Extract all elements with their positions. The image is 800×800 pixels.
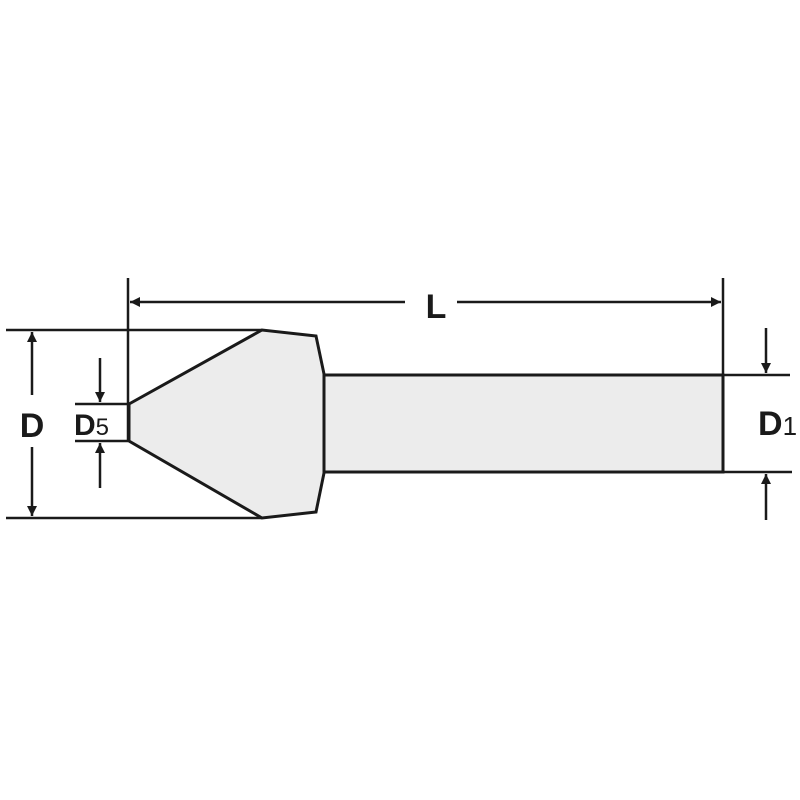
label-D1-main: D bbox=[758, 405, 783, 443]
label-D5-main: D bbox=[74, 409, 96, 442]
extension-lines bbox=[6, 278, 792, 520]
countersink-head bbox=[127, 328, 326, 520]
shank bbox=[320, 373, 725, 474]
label-D5: D5 bbox=[74, 409, 109, 442]
label-D: D bbox=[20, 407, 45, 445]
label-L: L bbox=[426, 288, 447, 326]
tool-body bbox=[127, 328, 725, 520]
label-D1: D1 bbox=[758, 405, 797, 443]
label-D1-sub: 1 bbox=[783, 411, 797, 441]
label-D5-sub: 5 bbox=[96, 414, 109, 441]
